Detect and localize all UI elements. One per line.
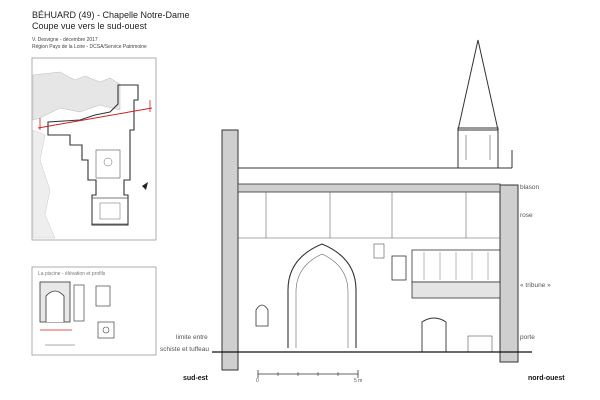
- credits: V. Desvigne - décembre 2017 Région Pays …: [32, 37, 147, 51]
- piscine-caption: La piscine - élévation et profils: [38, 271, 106, 277]
- plan-inset: [31, 57, 157, 241]
- label-blason: blason: [520, 184, 540, 191]
- label-tribune: « tribune »: [520, 282, 551, 289]
- pointed-arch: [287, 243, 357, 348]
- door: [421, 317, 447, 352]
- tribune: [411, 249, 501, 299]
- label-nord-ouest: nord-ouest: [528, 375, 565, 382]
- author-line: V. Desvigne - décembre 2017: [32, 37, 98, 43]
- spire: [457, 39, 499, 169]
- vault-ribs: [265, 192, 467, 238]
- organisation-line: Région Pays de la Loire - DCSA/Service P…: [32, 44, 147, 50]
- drawing-subtitle: Coupe vue vers le sud-ouest: [32, 21, 147, 31]
- scale-zero: 0: [256, 378, 259, 384]
- label-sud-est: sud-est: [183, 375, 208, 382]
- title-block: BÉHUARD (49) - Chapelle Notre-Dame Coupe…: [32, 10, 190, 32]
- label-porte: porte: [520, 334, 535, 341]
- piscine-inset: [31, 266, 157, 356]
- label-limite-1: limite entre: [176, 334, 208, 341]
- scale-bar: [257, 370, 359, 378]
- scale-five: 5 m: [354, 378, 363, 384]
- label-rose: rose: [520, 212, 533, 219]
- label-limite-2: schiste et tuffeau: [160, 346, 210, 353]
- section-walls: [221, 129, 519, 371]
- drawing-title: BÉHUARD (49) - Chapelle Notre-Dame: [32, 10, 190, 20]
